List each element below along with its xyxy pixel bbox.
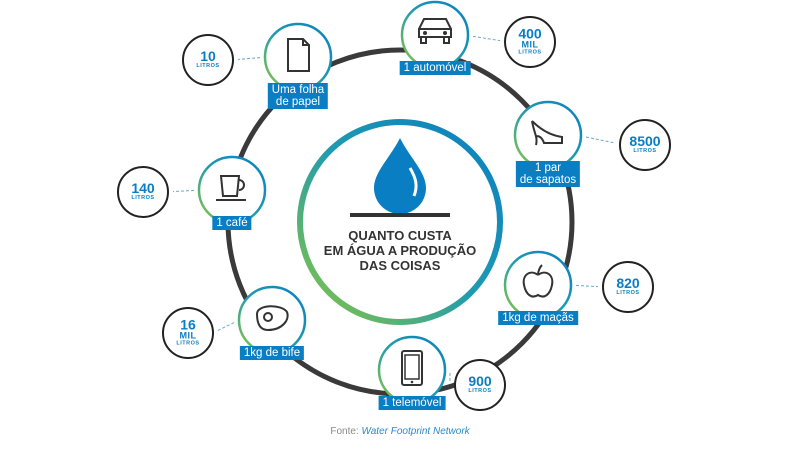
value-number: 10 [200,48,216,64]
arrow-connector [237,57,261,60]
item-label-line: 1 par [534,162,562,174]
value-unit: LITROS [633,148,657,154]
value-unit: LITROS [131,195,155,201]
item-circle [197,155,267,225]
value-number: 140 [131,180,155,196]
value-circle [619,119,671,171]
value-unit: LITROS [196,63,220,69]
source-caption: Fonte: Water Footprint Network [330,426,469,437]
item-label: 1 automóvel [399,61,471,75]
arrow-connector [575,284,599,288]
item-label-line: 1kg de bife [243,347,301,359]
item-label: 1kg de bife [239,346,305,360]
value-circle [504,16,556,68]
value-unit: MIL [521,39,539,50]
item-circle [263,22,333,92]
arrow-connector [585,136,616,144]
value-number: 400 [518,25,542,42]
value-number: 900 [468,373,492,389]
car-icon [418,18,452,44]
item-node [162,285,307,359]
item-label: 1kg de maçãs [498,311,578,325]
source-prefix: Fonte: [330,426,362,437]
center-circle [297,119,503,325]
value-unit: LITROS [176,340,200,347]
item-label-line: 1 café [216,217,248,229]
item-node [117,155,267,225]
item-node [182,22,333,92]
title-line: QUANTO CUSTA [348,228,452,243]
value-number: 16 [180,316,196,333]
value-number: 8500 [629,133,661,149]
item-node [377,335,506,411]
item-label: 1 telemóvel [378,396,446,410]
title-underline [350,213,450,217]
item-label-line: de sapatos [519,174,577,186]
apple-icon [522,264,554,298]
source-name: Water Footprint Network [361,426,470,437]
item-circle [513,100,583,170]
title-line: EM ÁGUA A PRODUÇÃO [323,243,477,258]
value-circle [454,359,506,411]
value-circle [602,261,654,313]
arrow-connector [472,35,501,42]
title-line: DAS COISAS [359,258,441,273]
coffee-icon [216,175,246,201]
value-unit: LITROS [518,49,542,56]
steak-icon [255,305,289,332]
value-number: 820 [616,275,640,291]
item-circle [377,335,447,405]
item-label-line: de papel [275,96,321,108]
item-label-line: Uma folha [271,84,325,96]
paper-icon [287,38,310,72]
item-label-line: 1 automóvel [403,62,467,74]
item-label: 1 café [212,216,252,230]
item-circle [503,250,573,320]
value-unit: MIL [179,330,197,341]
item-label-line: 1kg de maçãs [502,312,574,324]
phone-icon [401,350,423,386]
arrow-connector [172,189,195,193]
value-unit: LITROS [468,388,492,394]
value-circle [162,307,214,359]
diagram-title: QUANTO CUSTA EM ÁGUA A PRODUÇÃO DAS COIS… [324,228,476,273]
item-label-line: 1 telemóvel [382,397,442,409]
value-circle [117,166,169,218]
item-node [400,0,556,70]
item-circle [400,0,470,70]
shoe-icon [531,120,563,146]
value-unit: LITROS [616,290,640,296]
value-circle [182,34,234,86]
arrow-connector [217,322,235,331]
